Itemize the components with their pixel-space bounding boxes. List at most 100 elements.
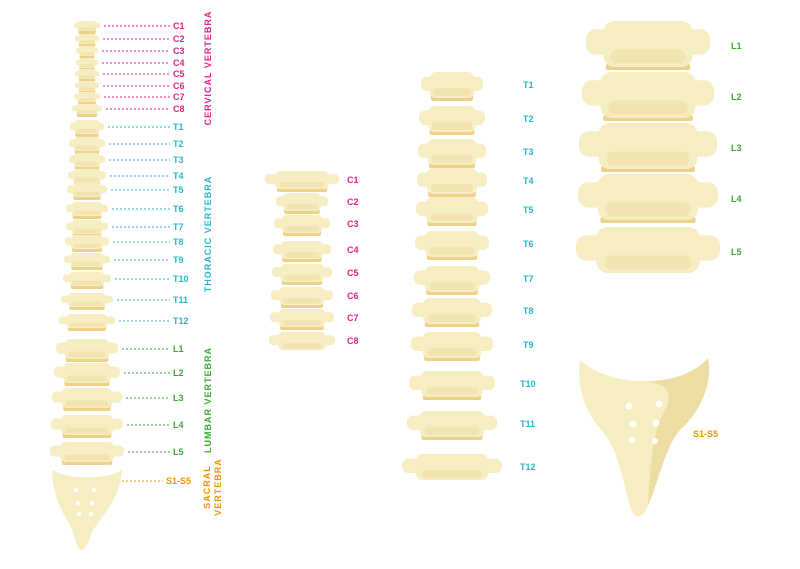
cervical-detail-label-c1: C1 [347, 175, 359, 185]
vertebra-icon [72, 104, 102, 117]
thoracic-detail-label-t3: T3 [523, 147, 534, 157]
full-spine-label-t6: T6 [173, 204, 184, 214]
vertebra-icon [418, 139, 486, 168]
cervical-detail-label-c6: C6 [347, 291, 359, 301]
vertebra-icon [421, 72, 483, 101]
sacral-region-title-line1: SACRAL [202, 465, 212, 509]
full-spine-label-t7: T7 [173, 222, 184, 232]
thoracic-region-title: THORACIC VERTEBRA [203, 176, 213, 293]
vertebra-icon [586, 21, 710, 70]
cervical-detail-label-c2: C2 [347, 197, 359, 207]
vertebra-icon [65, 235, 109, 252]
full-spine-label-l4: L4 [173, 420, 184, 430]
thoracic-detail-label-t2: T2 [523, 114, 534, 124]
full-spine-label-t4: T4 [173, 171, 184, 181]
vertebra-icon [414, 266, 490, 295]
full-spine-label-c6: C6 [173, 81, 185, 91]
full-spine-figure: C1C2C3C4C5C6C7C8T1T2T3T4T5T6T7T8T9T10T11… [50, 21, 191, 550]
vertebra-icon [76, 46, 98, 59]
vertebra-icon [411, 332, 493, 361]
vertebra-icon [265, 171, 339, 192]
vertebra-icon [412, 298, 492, 327]
full-spine-label-t3: T3 [173, 155, 184, 165]
thoracic-detail-label-t5: T5 [523, 205, 534, 215]
vertebra-icon [270, 309, 334, 330]
lumbar-detail-vertebrae [576, 21, 720, 273]
cervical-detail-label-c7: C7 [347, 313, 359, 323]
full-spine-label-l5: L5 [173, 447, 184, 457]
vertebra-icon [51, 415, 123, 438]
vertebra-icon [74, 92, 100, 105]
cervical-detail-label-c4: C4 [347, 245, 359, 255]
thoracic-detail-label-t1: T1 [523, 80, 534, 90]
sacrum-icon [579, 358, 710, 517]
full-spine-label-c7: C7 [173, 92, 185, 102]
vertebra-icon [578, 174, 718, 223]
full-spine-label-l1: L1 [173, 344, 184, 354]
cervical-detail-label-c8: C8 [347, 336, 359, 346]
full-spine-label-t1: T1 [173, 122, 184, 132]
vertebra-icon [70, 120, 104, 137]
vertebra-icon [416, 197, 488, 226]
vertebra-icon [66, 220, 108, 237]
full-spine-label-c2: C2 [173, 34, 185, 44]
thoracic-detail-label-t12: T12 [520, 462, 536, 472]
thoracic-detail-vertebrae [402, 72, 502, 480]
vertebra-icon [75, 81, 99, 94]
vertebra-icon [67, 183, 107, 200]
cervical-region-title: CERVICAL VERTEBRA [203, 11, 213, 126]
vertebra-icon [272, 264, 332, 285]
thoracic-detail-label-t11: T11 [520, 419, 535, 429]
vertebra-icon [69, 137, 105, 154]
vertebra-icon [59, 314, 115, 331]
lumbar-detail-label-l5: L5 [731, 247, 742, 257]
vertebra-icon [64, 253, 110, 270]
thoracic-detail-label-t10: T10 [520, 379, 536, 389]
vertebra-icon [276, 193, 328, 214]
full-spine-label-t10: T10 [173, 274, 189, 284]
thoracic-detail-label-t6: T6 [523, 239, 534, 249]
vertebra-icon [407, 411, 497, 440]
full-spine-label-c1: C1 [173, 21, 185, 31]
lumbar-region-title: LUMBAR VERTEBRA [203, 347, 213, 453]
thoracic-detail-label-t8: T8 [523, 306, 534, 316]
full-spine-label-c8: C8 [173, 104, 185, 114]
full-spine-label-t9: T9 [173, 255, 184, 265]
vertebra-icon [576, 227, 720, 273]
sacral-region-title-line2: VERTEBRA [213, 458, 223, 516]
sacrum-icon [52, 470, 122, 550]
vertebra-icon [582, 72, 714, 121]
thoracic-detail-label-t9: T9 [523, 340, 534, 350]
vertebra-icon [63, 272, 111, 289]
vertebra-icon [273, 241, 331, 262]
full-spine-label-t11: T11 [173, 295, 188, 305]
full-spine-label-t5: T5 [173, 185, 184, 195]
vertebra-icon [56, 339, 118, 362]
vertebra-icon [74, 21, 100, 34]
full-spine-label-s1-s5: S1-S5 [166, 476, 191, 486]
vertebra-icon [54, 363, 120, 386]
vertebra-icon [579, 123, 717, 172]
vertebra-icon [419, 106, 485, 135]
sacral-detail-label: S1-S5 [693, 429, 718, 439]
full-spine-label-c4: C4 [173, 58, 185, 68]
full-spine-label-c3: C3 [173, 46, 185, 56]
full-spine-label-t2: T2 [173, 139, 184, 149]
lumbar-detail-label-l3: L3 [731, 143, 742, 153]
thoracic-detail-label-t4: T4 [523, 176, 534, 186]
vertebra-icon [415, 231, 489, 260]
vertebra-icon [66, 202, 108, 219]
lumbar-detail-label-l1: L1 [731, 41, 742, 51]
lumbar-detail-label-l4: L4 [731, 194, 742, 204]
vertebra-icon [52, 388, 122, 411]
full-spine-label-t8: T8 [173, 237, 184, 247]
vertebra-icon [417, 168, 487, 197]
vertebra-icon [274, 215, 330, 236]
vertebra-icon [269, 332, 335, 350]
sacrum-detail-figure: S1-S5 [579, 358, 718, 517]
